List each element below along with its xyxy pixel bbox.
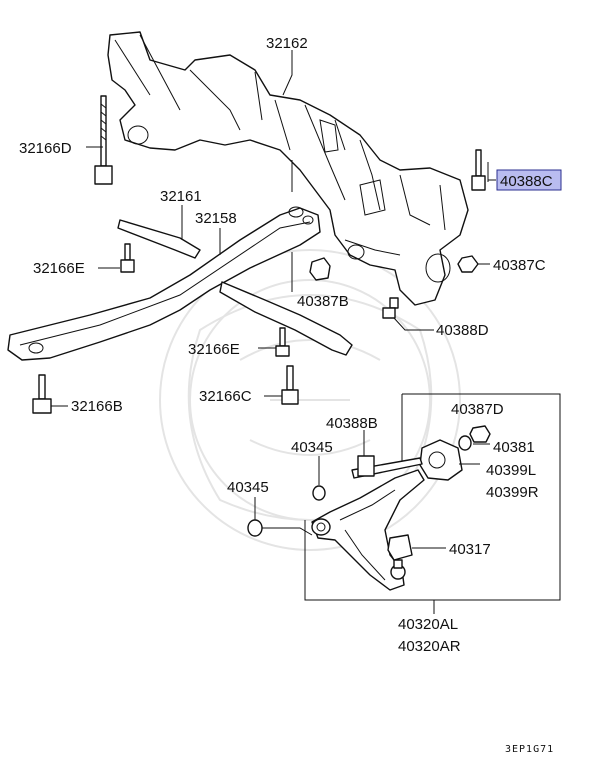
washer-40345-b [247, 519, 263, 537]
label-40320AL[interactable]: 40320AL [398, 616, 458, 633]
label-32162[interactable]: 32162 [266, 35, 308, 52]
bolt-32166D [94, 95, 113, 185]
nut-40387D [469, 425, 491, 443]
highlight-40388C[interactable] [496, 169, 562, 191]
label-40320AR[interactable]: 40320AR [398, 638, 461, 655]
label-40399L[interactable]: 40399L [486, 462, 536, 479]
label-40387C[interactable]: 40387C [493, 257, 546, 274]
nut-40387B [309, 257, 331, 281]
bushing-40317 [387, 534, 413, 561]
label-40381[interactable]: 40381 [493, 439, 535, 456]
label-32166D[interactable]: 32166D [19, 140, 72, 157]
label-32158[interactable]: 32158 [195, 210, 237, 227]
bolt-32166C [281, 365, 299, 405]
label-40387B[interactable]: 40387B [297, 293, 349, 310]
bolt-32166E-upper [120, 243, 135, 273]
label-32161[interactable]: 32161 [160, 188, 202, 205]
label-40388B[interactable]: 40388B [326, 415, 378, 432]
crossmember-32162 [107, 31, 469, 306]
diagram-code: 3EP1G71 [505, 744, 554, 755]
part-labels: 32162 32166D 40388C 32161 32158 32166E 4… [19, 35, 554, 755]
label-40387D[interactable]: 40387D [451, 401, 504, 418]
bolt-40388D [382, 297, 399, 319]
bolt-32166B [32, 374, 52, 414]
crossmember-32161 [7, 206, 321, 361]
label-40399R[interactable]: 40399R [486, 484, 539, 501]
label-32166B[interactable]: 32166B [71, 398, 123, 415]
washer-40381 [458, 435, 472, 451]
bolt-40388B [351, 455, 423, 479]
label-40345-b[interactable]: 40345 [227, 479, 269, 496]
label-40388C[interactable]: 40388C [500, 173, 553, 190]
label-32166E-upper[interactable]: 32166E [33, 260, 85, 277]
leader-lines [51, 50, 496, 614]
label-40317[interactable]: 40317 [449, 541, 491, 558]
bushing-40399 [419, 439, 463, 481]
label-32166C[interactable]: 32166C [199, 388, 252, 405]
washer-40345-a [312, 485, 326, 501]
label-40345-a[interactable]: 40345 [291, 439, 333, 456]
bolt-40388C [471, 149, 486, 191]
label-32166E-lower[interactable]: 32166E [188, 341, 240, 358]
lower-arm-40320 [311, 469, 425, 591]
brace-32158 [117, 219, 353, 356]
nut-40387C [457, 255, 479, 273]
label-40388D[interactable]: 40388D [436, 322, 489, 339]
lower-arm-frame [304, 393, 561, 601]
bolt-32166E-lower [275, 327, 290, 357]
